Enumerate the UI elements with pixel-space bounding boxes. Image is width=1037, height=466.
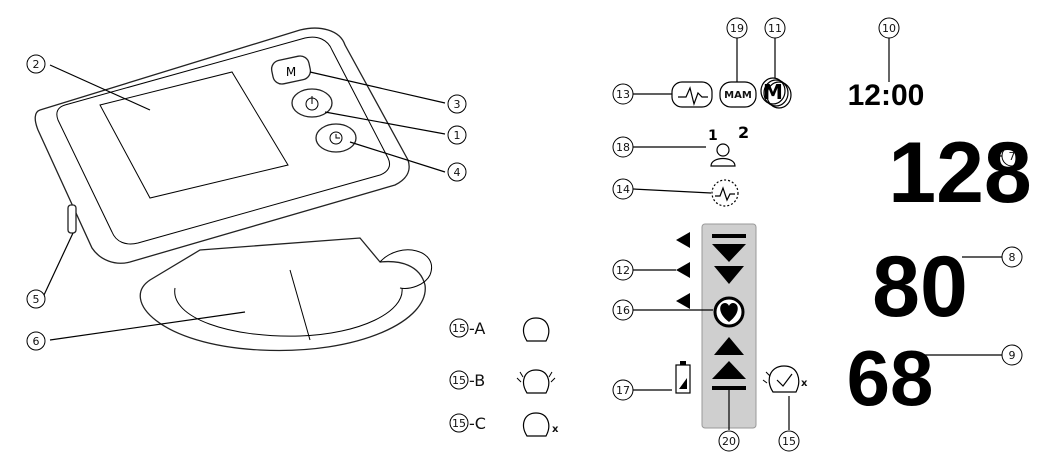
callout-4: 4	[447, 162, 467, 182]
diastolic-reading: 80	[872, 239, 968, 335]
callout-20: 20	[718, 430, 740, 452]
systolic-reading: 128	[888, 125, 1032, 221]
svg-text:15: 15	[782, 435, 796, 448]
cuff-ok-icon	[523, 317, 550, 342]
variant-c: 15 -C x	[449, 412, 559, 437]
callout-5: 5	[26, 289, 46, 309]
callout-19: 19	[726, 17, 748, 39]
time-display: 12:00	[848, 79, 925, 112]
lcd-leader-lines	[632, 38, 1002, 430]
pointer-arrow-icon	[676, 293, 690, 309]
svg-text:1: 1	[454, 129, 461, 142]
device-screen	[99, 71, 289, 199]
svg-text:15: 15	[452, 322, 466, 335]
svg-text:10: 10	[882, 22, 896, 35]
side-port	[67, 204, 77, 234]
cuff-fold	[289, 269, 311, 341]
svg-text:MAM: MAM	[724, 90, 752, 101]
variant-a: 15 -A	[449, 317, 550, 342]
heart-icon	[720, 303, 738, 322]
callout-18: 18	[612, 136, 634, 158]
irregular-heartbeat-icon	[671, 81, 713, 108]
cuff-band-inner	[174, 287, 403, 337]
svg-text:2: 2	[738, 123, 749, 142]
svg-text:17: 17	[616, 384, 630, 397]
pulse-reading: 68	[847, 334, 934, 422]
device-bezel	[56, 36, 391, 245]
classification-bar	[701, 223, 757, 429]
callout-7: 7	[1001, 145, 1023, 167]
callout-3: 3	[447, 94, 467, 114]
svg-text:-B: -B	[469, 371, 485, 390]
cuff-variant-legend: 15 -A 15 -B 15 -C x	[449, 317, 559, 437]
svg-text:15: 15	[452, 417, 466, 430]
svg-text:1: 1	[708, 128, 718, 144]
callout-13: 13	[612, 83, 634, 105]
callout-14: 14	[612, 178, 634, 200]
svg-text:7: 7	[1009, 150, 1016, 163]
variant-c-mark: x	[552, 424, 559, 435]
device-callouts: 2 3 1 4 5 6	[26, 54, 467, 351]
svg-text:-C: -C	[469, 414, 486, 433]
svg-text:20: 20	[722, 435, 736, 448]
svg-text:8: 8	[1009, 251, 1016, 264]
memory-button-label: M	[286, 65, 296, 79]
callout-16: 16	[612, 299, 634, 321]
cuff-band	[139, 237, 426, 352]
lcd-display: 128 80 68 12:00 MAM M 1 2	[671, 77, 1032, 429]
svg-text:M: M	[763, 80, 783, 104]
battery-icon	[675, 361, 691, 394]
cuff-wrap-icon	[711, 179, 739, 207]
callout-17: 17	[612, 379, 634, 401]
pointer-arrow-icon	[676, 262, 690, 278]
device-illustration: M	[34, 27, 433, 352]
callout-12: 12	[612, 259, 634, 281]
callout-15: 15	[778, 430, 800, 452]
callout-6: 6	[26, 331, 46, 351]
user-icon: 1 2	[708, 123, 749, 167]
svg-text:18: 18	[616, 141, 630, 154]
callout-9: 9	[1001, 344, 1023, 366]
svg-text:4: 4	[454, 166, 461, 179]
svg-text:13: 13	[616, 88, 630, 101]
svg-text:3: 3	[454, 98, 461, 111]
down-arrow-icon	[712, 244, 746, 262]
svg-text:2: 2	[33, 58, 40, 71]
up-arrow-icon	[714, 337, 744, 355]
memory-icon: M	[760, 77, 792, 109]
cuff-strap	[379, 249, 433, 289]
device-leader-lines	[43, 64, 446, 341]
svg-text:x: x	[801, 378, 808, 389]
clock-icon	[329, 131, 343, 145]
svg-text:11: 11	[768, 22, 782, 35]
memory-button	[270, 55, 312, 85]
lcd-callouts: 13 19 11 10 18 14 7 8 9 12 16 17 20 15	[612, 17, 1023, 452]
svg-text:5: 5	[33, 293, 40, 306]
svg-text:15: 15	[452, 374, 466, 387]
cuff-moving-icon	[523, 369, 550, 394]
svg-text:6: 6	[33, 335, 40, 348]
up-arrow-icon	[712, 361, 746, 379]
pointer-arrow-icon	[676, 232, 690, 248]
cuff-loose-icon	[523, 412, 550, 437]
svg-text:14: 14	[616, 183, 630, 196]
svg-text:9: 9	[1009, 349, 1016, 362]
cuff-check-icon: x	[762, 365, 808, 393]
callout-11: 11	[764, 17, 786, 39]
svg-text:16: 16	[616, 304, 630, 317]
callout-10: 10	[878, 17, 900, 39]
callout-2: 2	[26, 54, 46, 74]
mam-icon: MAM	[719, 81, 757, 108]
variant-b: 15 -B	[449, 369, 556, 394]
callout-1: 1	[447, 125, 467, 145]
down-arrow-icon	[714, 266, 744, 284]
svg-text:19: 19	[730, 22, 744, 35]
callout-8: 8	[1001, 246, 1023, 268]
svg-text:-A: -A	[469, 319, 485, 338]
svg-text:12: 12	[616, 264, 630, 277]
